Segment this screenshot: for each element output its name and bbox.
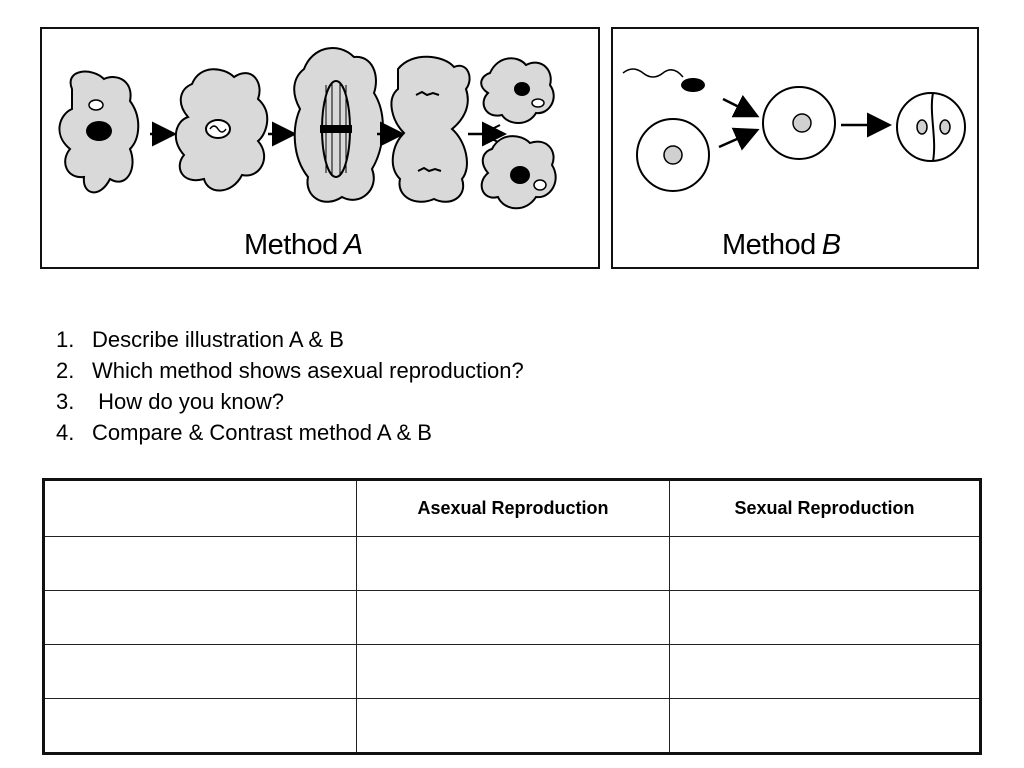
question-item: 3. How do you know? [56, 386, 524, 417]
zygote-nucleus [793, 114, 811, 132]
comparison-table: Asexual Reproduction Sexual Reproduction [42, 478, 982, 755]
table-cell[interactable] [44, 699, 357, 754]
question-item: 1. Describe illustration A & B [56, 324, 524, 355]
table-cell[interactable] [357, 591, 670, 645]
table-cell[interactable] [670, 645, 981, 699]
question-text: Compare & Contrast method A & B [92, 420, 432, 445]
table-row [44, 645, 981, 699]
table-cell[interactable] [357, 537, 670, 591]
table-cell[interactable] [44, 591, 357, 645]
question-text: How do you know? [92, 389, 284, 414]
table-cell[interactable] [44, 537, 357, 591]
table-header-cell: Asexual Reproduction [357, 480, 670, 537]
table-cell[interactable] [670, 699, 981, 754]
question-number: 3. [56, 386, 74, 417]
egg-nucleus [664, 146, 682, 164]
arrow-b2 [719, 131, 755, 147]
table-cell[interactable] [670, 537, 981, 591]
table-row [44, 591, 981, 645]
table-cell[interactable] [357, 645, 670, 699]
table-cell[interactable] [44, 645, 357, 699]
table-cell[interactable] [670, 591, 981, 645]
question-text: Describe illustration A & B [92, 327, 344, 352]
question-number: 1. [56, 324, 74, 355]
arrow-b1 [723, 99, 755, 115]
nucleus-1 [86, 121, 112, 141]
sperm-head [681, 78, 705, 92]
table-cell[interactable] [357, 699, 670, 754]
amoeba-cell-3 [294, 48, 383, 202]
question-text: Which method shows asexual reproduction? [92, 358, 524, 383]
table-header-cell: Sexual Reproduction [670, 480, 981, 537]
table-row [44, 537, 981, 591]
sperm-tail [623, 69, 683, 77]
question-number: 2. [56, 355, 74, 386]
nucleus-top [514, 82, 530, 96]
vacuole-1 [89, 100, 103, 110]
question-item: 4. Compare & Contrast method A & B [56, 417, 524, 448]
nucleus-bottom [510, 166, 530, 184]
table-row [44, 699, 981, 754]
table-header-row: Asexual Reproduction Sexual Reproduction [44, 480, 981, 537]
amoeba-cell-4 [391, 57, 469, 202]
question-number: 4. [56, 417, 74, 448]
table-header-cell [44, 480, 357, 537]
question-list: 1. Describe illustration A & B 2. Which me… [56, 324, 524, 448]
two-cell-embryo [897, 93, 965, 161]
question-item: 2. Which method shows asexual reproductio… [56, 355, 524, 386]
